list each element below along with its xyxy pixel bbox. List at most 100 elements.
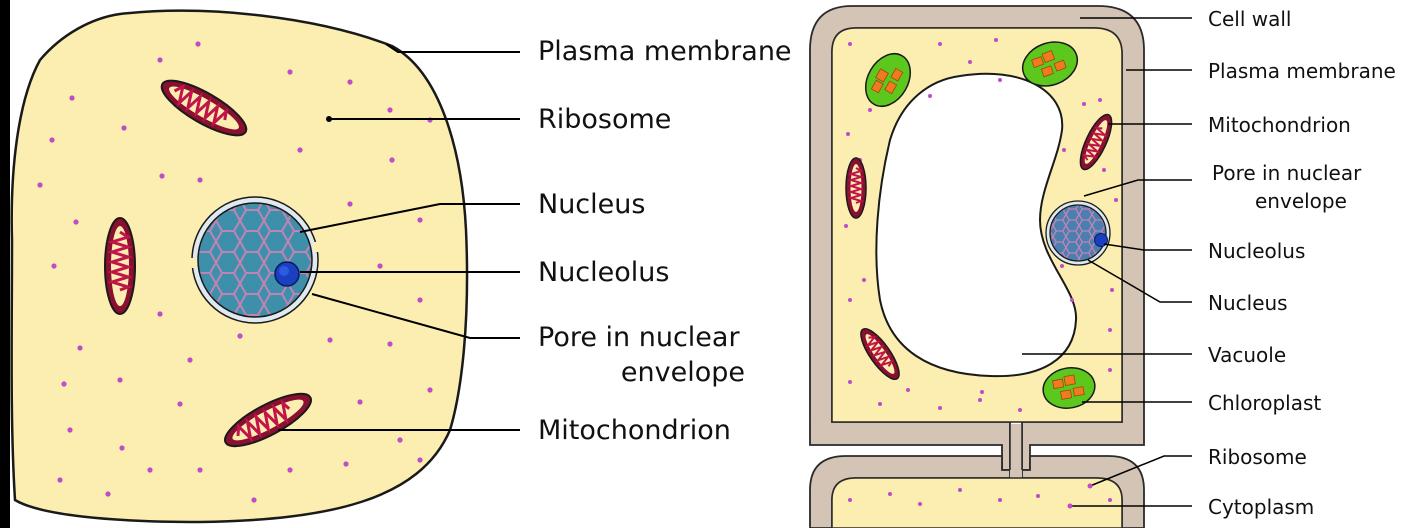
ribosome-dot bbox=[1062, 148, 1066, 152]
plant-cell: Cell wall Plasma membrane Mitochondrion … bbox=[810, 6, 1396, 528]
animal-mitochondrion-2 bbox=[105, 218, 135, 314]
ribosome-dot bbox=[69, 95, 74, 100]
label-plant-plasma-membrane: Plasma membrane bbox=[1208, 59, 1396, 83]
animal-nucleus bbox=[191, 197, 319, 323]
ribosome-dot bbox=[868, 108, 872, 112]
label-plant-nucleolus: Nucleolus bbox=[1208, 239, 1305, 263]
ribosome-dot bbox=[377, 263, 382, 268]
ribosome-dot bbox=[998, 498, 1002, 502]
ribosome-dot bbox=[998, 78, 1002, 82]
ribosome-dot bbox=[51, 263, 56, 268]
ribosome-dot bbox=[994, 38, 998, 42]
label-plasma-membrane: Plasma membrane bbox=[538, 36, 792, 67]
label-plant-nucleus: Nucleus bbox=[1208, 291, 1288, 315]
ribosome-dot bbox=[195, 41, 200, 46]
plant-nucleus bbox=[1046, 201, 1110, 265]
ribosome-dot bbox=[105, 491, 110, 496]
ribosome-dot bbox=[147, 467, 152, 472]
ribosome-dot bbox=[878, 402, 882, 406]
ribosome-dot bbox=[73, 219, 78, 224]
ribosome-dot bbox=[251, 497, 256, 502]
ribosome-dot bbox=[848, 298, 852, 302]
ribosome-dot bbox=[417, 457, 422, 462]
ribosome-dot bbox=[918, 502, 922, 506]
label-mitochondrion: Mitochondrion bbox=[538, 415, 731, 446]
ribosome-dot bbox=[157, 311, 162, 316]
ribosome-dot bbox=[343, 461, 348, 466]
ribosome-dot bbox=[978, 398, 982, 402]
label-pore-line1: Pore in nuclear bbox=[538, 322, 740, 353]
ribosome-dot bbox=[57, 477, 62, 482]
ribosome-dot bbox=[928, 94, 932, 98]
label-nucleolus: Nucleolus bbox=[538, 257, 669, 288]
ribosome-dot bbox=[177, 401, 182, 406]
ribosome-dot bbox=[1110, 288, 1114, 292]
ribosome-dot bbox=[347, 201, 352, 206]
label-cell-wall: Cell wall bbox=[1208, 7, 1291, 31]
ribosome-dot bbox=[387, 341, 392, 346]
ribosome-dot bbox=[1036, 494, 1040, 498]
ribosome-dot bbox=[159, 173, 164, 178]
plant-cytoplasm-lower bbox=[832, 478, 1122, 528]
ribosome-dot bbox=[197, 467, 202, 472]
ribosome-dot bbox=[287, 69, 292, 74]
ribosome-dot bbox=[297, 147, 302, 152]
ribosome-dot bbox=[1102, 168, 1106, 172]
label-chloroplast: Chloroplast bbox=[1208, 391, 1321, 415]
ribosome-dot bbox=[1098, 98, 1102, 102]
ribosome-dot bbox=[187, 357, 192, 362]
ribosome-dot bbox=[327, 337, 332, 342]
ribosome-dot bbox=[121, 125, 126, 130]
label-plant-pore-line1: Pore in nuclear bbox=[1212, 161, 1362, 185]
ribosome-dot bbox=[417, 217, 422, 222]
ribosome-dot bbox=[1018, 408, 1022, 412]
ribosome-dot bbox=[347, 79, 352, 84]
ribosome-dot bbox=[848, 498, 852, 502]
ribosome-dot bbox=[157, 57, 162, 62]
ribosome-dot bbox=[848, 380, 852, 384]
ribosome-dot bbox=[67, 427, 72, 432]
ribosome-dot bbox=[846, 132, 850, 136]
ribosome-dot bbox=[119, 445, 124, 450]
ribosome-dot bbox=[1108, 368, 1112, 372]
ribosome-dot bbox=[287, 467, 292, 472]
ribosome-dot bbox=[197, 177, 202, 182]
ribosome-dot bbox=[1114, 198, 1118, 202]
label-plant-mitochondrion: Mitochondrion bbox=[1208, 113, 1351, 137]
ribosome-dot bbox=[888, 492, 892, 496]
left-edge bbox=[0, 0, 10, 528]
ribosome-dot bbox=[117, 377, 122, 382]
ribosome-dot bbox=[906, 388, 910, 392]
label-plant-pore-line2: envelope bbox=[1255, 189, 1347, 213]
ribosome-dot bbox=[389, 157, 394, 162]
label-pore-line2: envelope bbox=[621, 357, 745, 388]
ribosome-dot bbox=[49, 137, 54, 142]
ribosome-dot bbox=[397, 437, 402, 442]
ribosome-dot bbox=[938, 42, 942, 46]
ribosome-dot bbox=[862, 278, 866, 282]
ribosome-dot bbox=[357, 399, 362, 404]
ribosome-dot bbox=[1060, 264, 1064, 268]
ribosome-dot bbox=[844, 224, 848, 228]
label-plant-ribosome: Ribosome bbox=[1208, 445, 1307, 469]
ribosome-dot bbox=[938, 406, 942, 410]
ribosome-dot bbox=[848, 42, 852, 46]
label-ribosome: Ribosome bbox=[538, 104, 671, 135]
ribosome-dot bbox=[61, 381, 66, 386]
label-nucleus: Nucleus bbox=[538, 189, 645, 220]
ribosome-dot bbox=[958, 488, 962, 492]
ribosome-dot bbox=[417, 297, 422, 302]
ribosome-dot bbox=[77, 345, 82, 350]
ribosome-dot bbox=[980, 390, 984, 394]
ribosome-dot bbox=[237, 333, 242, 338]
leader-plasma-membrane bbox=[386, 44, 520, 52]
ribosome-dot bbox=[1070, 298, 1074, 302]
ribosome-dot bbox=[1108, 328, 1112, 332]
plant-mitochondrion-2 bbox=[846, 158, 866, 218]
animal-cell: Plasma membrane Ribosome Nucleus Nucleol… bbox=[12, 11, 792, 522]
ribosome-dot bbox=[968, 60, 972, 64]
ribosome-dot bbox=[37, 182, 42, 187]
ribosome-dot bbox=[387, 107, 392, 112]
